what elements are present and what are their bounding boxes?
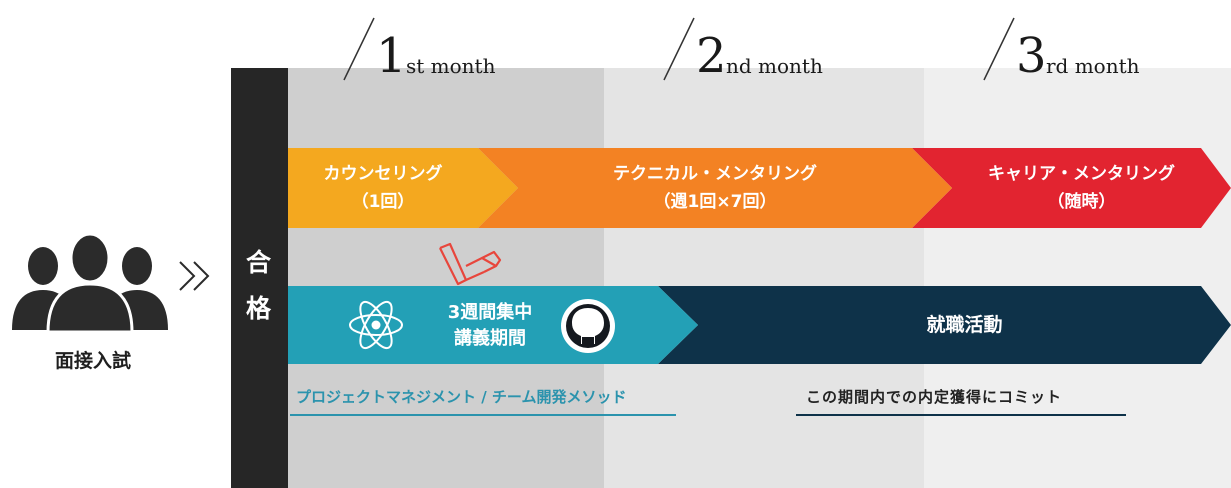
note-project-management: プロジェクトマネジメント / チーム開発メソッド — [296, 388, 627, 406]
pass-label: 合 格 — [231, 240, 288, 332]
technical-mentoring-sub: （週1回×7回） — [653, 192, 777, 212]
react-icon — [349, 300, 403, 350]
month-number: 1 — [376, 28, 407, 84]
pass-char-2: 格 — [245, 294, 273, 323]
month-suffix: st month — [406, 54, 496, 78]
job-hunting-label: 就職活動 — [926, 314, 1003, 336]
career-mentoring-sub: （随時） — [1047, 192, 1116, 212]
note-underline-right — [796, 414, 1126, 416]
lecture-line-2: 講義期間 — [454, 328, 526, 349]
slash-mark — [343, 17, 375, 81]
month-suffix: rd month — [1046, 54, 1140, 78]
note-commit: この期間内での内定獲得にコミット — [806, 388, 1063, 406]
career-mentoring-title: キャリア・メンタリング — [988, 164, 1175, 184]
slash-mark — [983, 17, 1015, 81]
month-suffix: nd month — [726, 54, 823, 78]
counseling-title: カウンセリング — [323, 164, 443, 184]
double-chevron-icon — [179, 261, 210, 291]
month3-column — [924, 68, 1231, 488]
interview-label: 面接入試 — [54, 350, 131, 372]
lecture-line-1: 3週間集中 — [447, 302, 533, 323]
slash-mark — [663, 17, 695, 81]
month-number: 3 — [1016, 28, 1047, 84]
technical-mentoring-title: テクニカル・メンタリング — [613, 164, 817, 184]
job-hunting-arrow: 就職活動 — [658, 286, 1231, 364]
technical-mentoring-arrow: テクニカル・メンタリング （週1回×7回） — [478, 148, 952, 228]
counseling-arrow: カウンセリング （1回） — [288, 148, 518, 228]
laravel-icon — [439, 242, 502, 286]
lecture-label: 3週間集中 講義期間 — [430, 300, 550, 352]
counseling-sub: （1回） — [351, 192, 415, 212]
people-group-icon — [12, 232, 168, 334]
month1-column — [288, 68, 604, 488]
lecture-arrow — [288, 286, 698, 364]
month-number: 2 — [696, 28, 727, 84]
month2-column — [604, 68, 924, 488]
pass-bar — [231, 68, 288, 488]
career-mentoring-arrow: キャリア・メンタリング （随時） — [912, 148, 1231, 228]
note-underline-left — [290, 414, 676, 416]
github-icon — [561, 299, 615, 353]
pass-char-1: 合 — [245, 248, 273, 277]
